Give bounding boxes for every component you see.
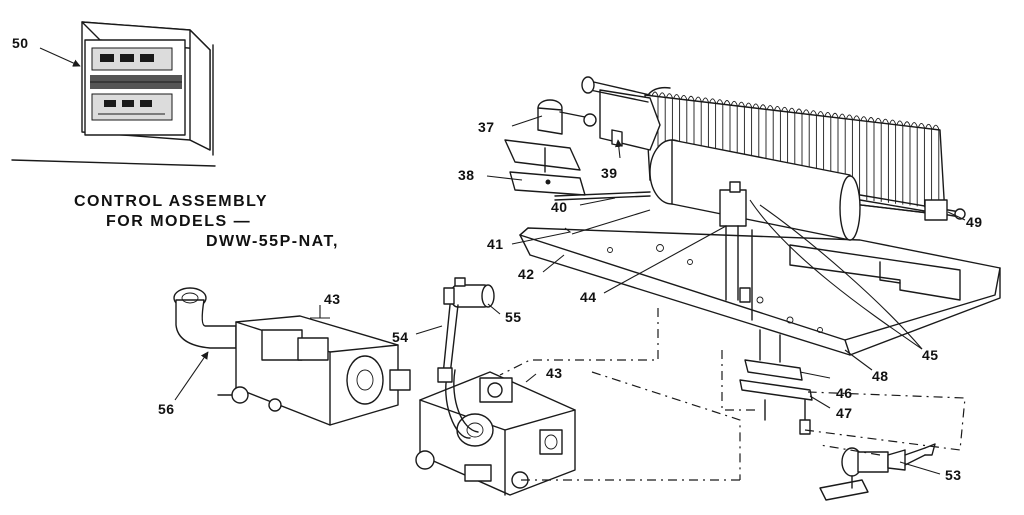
part-39-orifice <box>611 129 623 147</box>
part-43-gas-valve-left <box>173 287 411 426</box>
fin <box>673 94 681 177</box>
callout-42: 42 <box>518 266 535 282</box>
fin <box>665 93 673 176</box>
fin <box>838 113 846 198</box>
callout-43a: 43 <box>324 291 341 307</box>
fin <box>773 106 781 190</box>
fin <box>824 111 832 196</box>
connection-lines <box>499 308 966 481</box>
callout-40: 40 <box>551 199 568 215</box>
part-37-pilot <box>504 99 597 171</box>
part-53-igniter <box>819 443 936 501</box>
fin <box>795 108 803 192</box>
fin <box>845 114 853 199</box>
fin <box>853 115 861 200</box>
part-55-fitting <box>443 277 495 308</box>
leader-56 <box>174 351 209 401</box>
part-43-gas-valve-right <box>415 369 576 496</box>
fin <box>694 96 702 180</box>
part-44-electrode <box>719 181 753 321</box>
part-50-thermostat <box>11 21 216 167</box>
fin <box>745 102 753 186</box>
fin <box>737 101 745 185</box>
fin <box>860 116 868 201</box>
fin <box>867 117 875 201</box>
title-line-3: DWW-55P-NAT, <box>206 233 339 250</box>
part-54-tube <box>437 304 459 383</box>
callout-55: 55 <box>505 309 522 325</box>
fin <box>917 123 925 208</box>
title-line-1: CONTROL ASSEMBLY <box>74 193 268 210</box>
callout-47: 47 <box>836 405 853 421</box>
callout-50: 50 <box>12 35 29 51</box>
fin <box>925 123 933 209</box>
title-line-2: FOR MODELS — <box>106 213 251 230</box>
fin <box>889 119 897 204</box>
callout-45: 45 <box>922 347 939 363</box>
callout-41: 41 <box>487 236 504 252</box>
fin <box>658 92 666 175</box>
fin <box>759 104 767 188</box>
fin <box>701 97 709 181</box>
fin <box>831 112 839 197</box>
fin <box>910 122 918 207</box>
fin <box>817 111 825 195</box>
callout-46: 46 <box>836 385 853 401</box>
callout-39: 39 <box>601 165 618 181</box>
fin <box>680 94 688 178</box>
leader-lines <box>415 115 966 475</box>
fin <box>687 95 695 179</box>
fin <box>896 120 904 205</box>
callout-37: 37 <box>478 119 495 135</box>
callout-49: 49 <box>966 214 983 230</box>
callout-54: 54 <box>392 329 409 345</box>
fin <box>802 109 810 193</box>
fin <box>651 91 659 174</box>
fin <box>809 110 817 194</box>
fin <box>903 121 911 206</box>
fin <box>881 118 889 203</box>
fin <box>709 98 717 182</box>
base-tray <box>519 227 1001 356</box>
callout-56: 56 <box>158 401 175 417</box>
fin <box>716 99 724 183</box>
fin <box>932 124 940 210</box>
fin <box>730 100 738 184</box>
fin <box>723 100 731 183</box>
part-46-bracket <box>739 329 813 435</box>
callout-44: 44 <box>580 289 597 305</box>
callout-53: 53 <box>945 467 962 483</box>
fin <box>874 117 882 202</box>
callout-38: 38 <box>458 167 475 183</box>
fin <box>752 103 760 187</box>
callout-48: 48 <box>872 368 889 384</box>
part-40-pilot-tube <box>554 191 651 201</box>
fin <box>781 106 789 191</box>
callout-43b: 43 <box>546 365 563 381</box>
heat-exchanger-fins <box>651 91 940 210</box>
fin <box>766 105 774 189</box>
fin <box>788 107 796 192</box>
